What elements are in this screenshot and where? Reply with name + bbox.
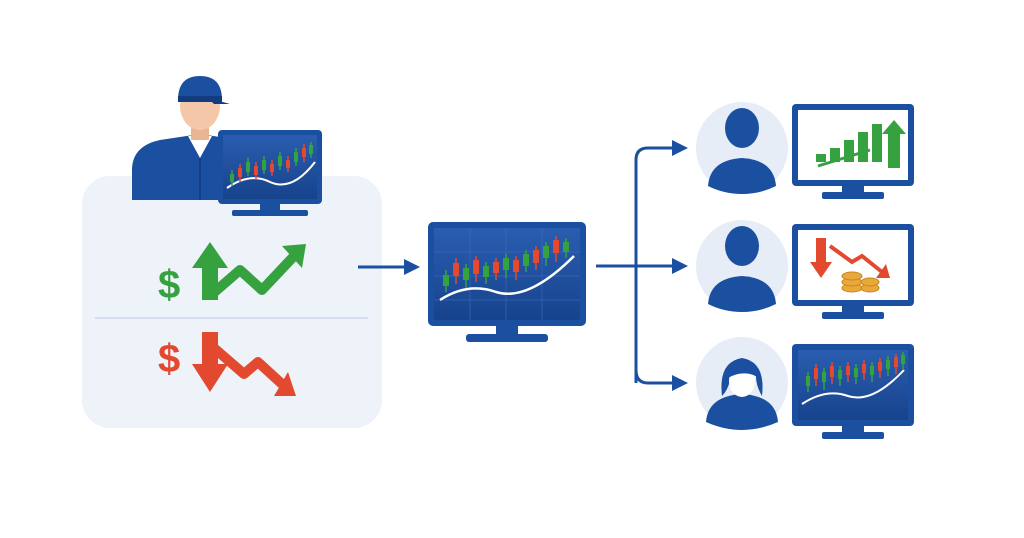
trader-monitor bbox=[218, 130, 322, 216]
distribution-arrows bbox=[596, 146, 676, 385]
distribution-arrowheads bbox=[672, 140, 688, 391]
candlestick-monitor-icon bbox=[439, 236, 575, 302]
green-rising-bars-icon bbox=[816, 120, 906, 168]
gain-indicator: $ bbox=[158, 242, 306, 307]
green-up-trend-arrow-icon bbox=[192, 242, 306, 300]
trader-panel bbox=[82, 176, 382, 428]
follower-2-monitor bbox=[792, 224, 914, 319]
follower-1 bbox=[696, 102, 914, 199]
red-down-trend-arrow-icon bbox=[192, 332, 296, 396]
hub-monitor bbox=[428, 222, 586, 342]
flow-arrow-to-hub bbox=[358, 259, 420, 275]
red-falling-arrow-coins-icon bbox=[810, 238, 890, 293]
female-user-avatar-icon bbox=[696, 337, 788, 430]
follower-3-monitor bbox=[792, 344, 914, 439]
follower-3 bbox=[696, 337, 914, 439]
trader-panel-background bbox=[82, 176, 382, 428]
loss-indicator: $ bbox=[158, 332, 296, 396]
candlestick-monitor-icon bbox=[226, 142, 316, 189]
user-avatar-icon bbox=[696, 220, 788, 312]
gain-currency-symbol: $ bbox=[158, 263, 180, 307]
follower-1-monitor bbox=[792, 104, 914, 199]
follower-2 bbox=[696, 220, 914, 319]
loss-currency-symbol: $ bbox=[158, 337, 180, 381]
user-avatar-icon bbox=[696, 102, 788, 194]
candlestick-chart-icon bbox=[801, 352, 905, 405]
